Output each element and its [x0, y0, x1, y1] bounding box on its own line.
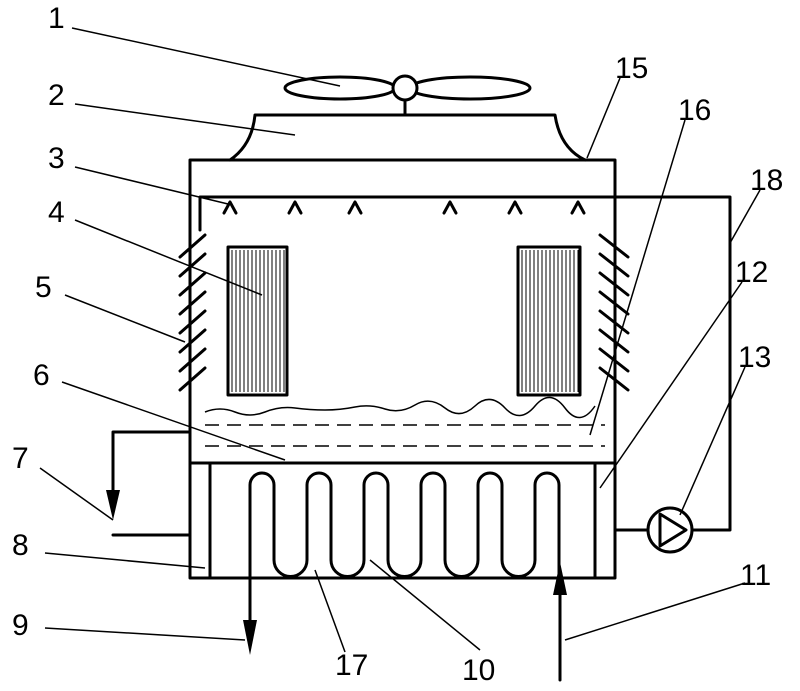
louver-blade-right	[598, 347, 630, 373]
overflow-pipe	[111, 430, 192, 502]
louver-blade-left	[178, 328, 207, 354]
spray-nozzle-icon	[570, 200, 586, 215]
leader-lines	[39, 27, 761, 653]
return-pipe	[111, 463, 192, 537]
label-18: 18	[750, 164, 783, 197]
fan-hood	[228, 113, 587, 162]
label-16: 16	[678, 94, 711, 127]
louver-blade-right	[598, 252, 630, 278]
louver-blade-left	[178, 233, 207, 259]
spray-nozzle-icon	[442, 200, 458, 215]
label-17: 17	[335, 649, 368, 682]
louver-blade-left	[178, 347, 207, 373]
fill-pack-right	[516, 245, 582, 397]
louver-blade-right	[598, 309, 630, 335]
label-10: 10	[462, 654, 495, 687]
louver-blade-left	[178, 366, 207, 392]
label-9: 9	[12, 609, 29, 642]
fill-pack-left	[226, 245, 289, 397]
label-8: 8	[12, 529, 29, 562]
louver-blade-left	[178, 290, 207, 316]
louver-blade-right	[598, 328, 630, 354]
spray-nozzle-icon	[287, 200, 303, 215]
label-7: 7	[12, 442, 29, 475]
label-6: 6	[33, 359, 50, 392]
spray-nozzles	[222, 200, 586, 215]
air-inlet-louvers	[178, 233, 630, 392]
louver-blade-left	[178, 252, 207, 278]
water-surface	[204, 396, 596, 419]
label-2: 2	[48, 79, 65, 112]
fill-hatching	[231, 250, 579, 392]
serpentine-coil	[248, 471, 561, 578]
louver-blade-left	[178, 309, 207, 335]
overflow-arrow	[106, 490, 120, 520]
tower-casing	[188, 158, 617, 465]
louver-blade-right	[598, 271, 630, 297]
outlet-arrow	[243, 620, 257, 655]
coil-box	[188, 461, 617, 580]
label-4: 4	[48, 196, 65, 229]
spray-pipe	[198, 195, 732, 532]
spray-nozzle-icon	[507, 200, 523, 215]
label-13: 13	[738, 341, 771, 374]
label-11: 11	[740, 559, 771, 592]
fan	[283, 74, 532, 117]
pump-icon	[646, 506, 694, 554]
label-3: 3	[48, 142, 65, 175]
label-15: 15	[615, 52, 648, 85]
label-5: 5	[35, 271, 52, 304]
spray-nozzle-icon	[222, 200, 238, 215]
spray-nozzle-icon	[347, 200, 363, 215]
louver-blade-left	[178, 271, 207, 297]
label-1: 1	[48, 2, 65, 35]
louver-blade-right	[598, 233, 630, 259]
label-12: 12	[735, 256, 768, 289]
louver-blade-right	[598, 366, 630, 392]
inlet-arrow	[553, 562, 567, 595]
louver-blade-right	[598, 290, 630, 316]
